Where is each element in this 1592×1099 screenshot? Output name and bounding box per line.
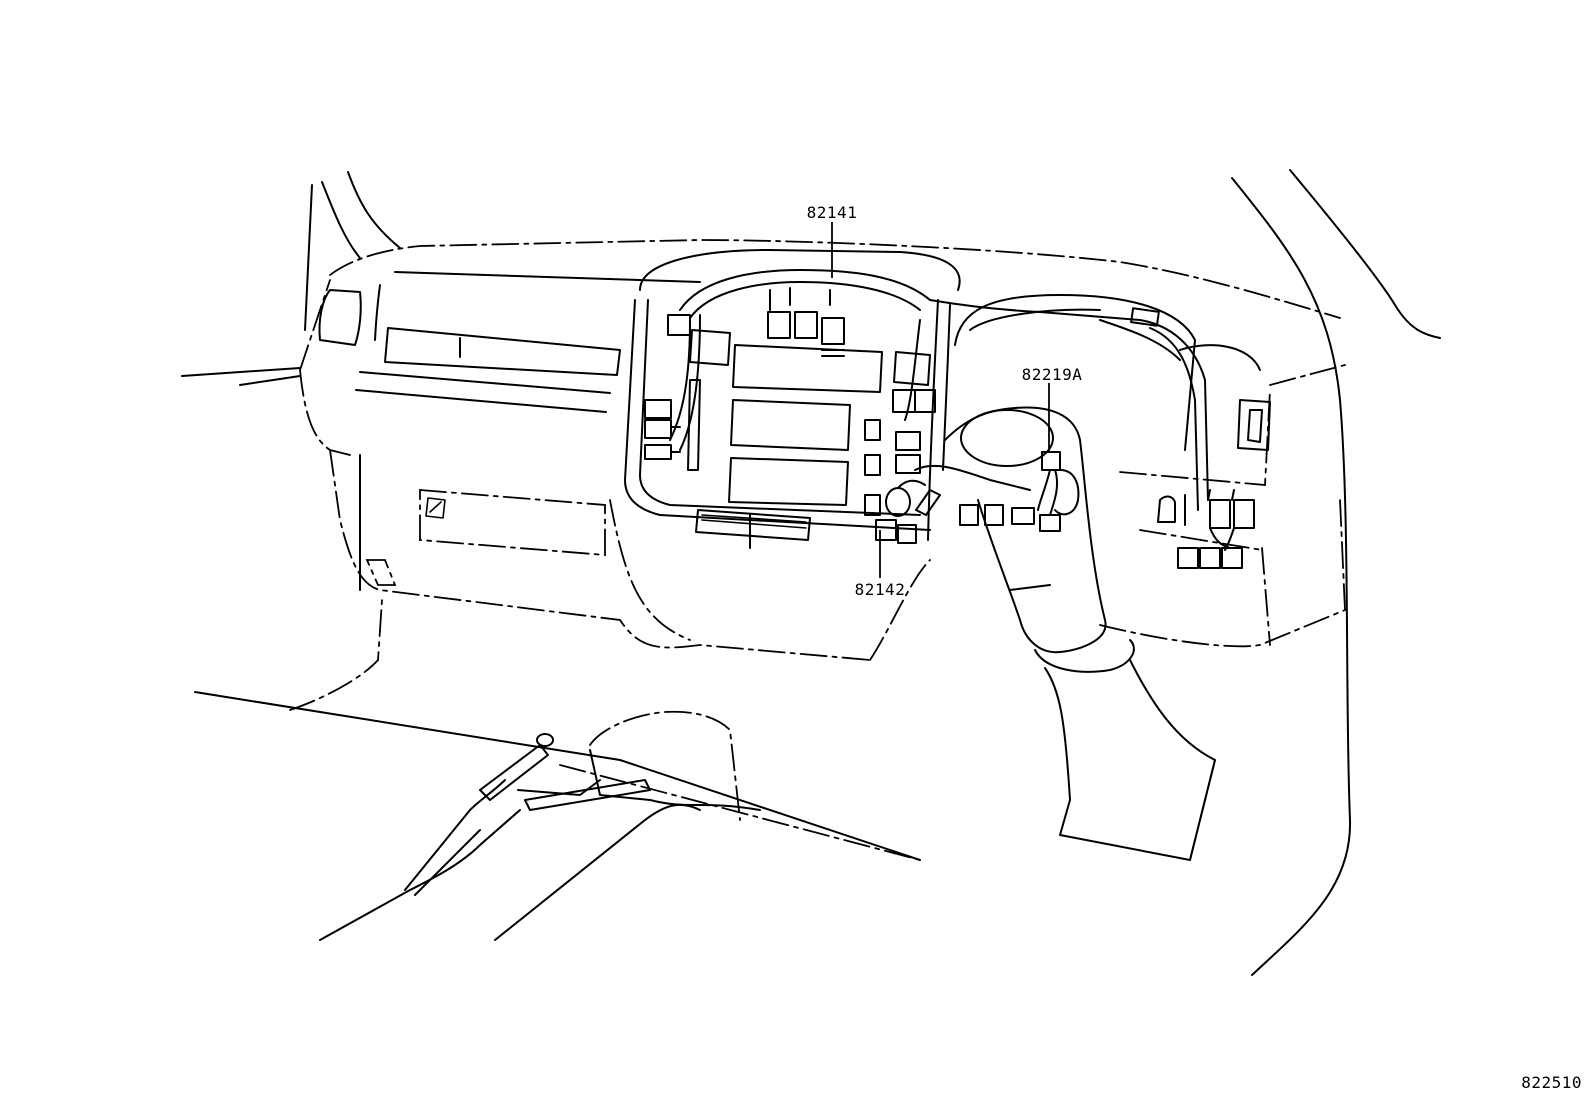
harness-82219a	[1011, 451, 1061, 532]
harness-82142	[875, 464, 1031, 544]
callout-label-82142: 82142	[855, 580, 906, 599]
callout-label-82219a: 82219A	[1022, 365, 1083, 384]
driver-lower-connectors	[1157, 489, 1255, 569]
center-stack	[624, 249, 961, 549]
figure-id: 822510	[1521, 1073, 1582, 1092]
passenger-dash	[318, 271, 701, 591]
floor-console	[194, 599, 921, 941]
right-door-edge	[1231, 169, 1441, 976]
harness-82141	[644, 269, 1209, 516]
dashboard-outline	[299, 239, 1346, 661]
callout-label-82141: 82141	[807, 203, 858, 222]
steering-column	[944, 294, 1216, 861]
left-pillar	[181, 171, 401, 386]
callout-leaders	[831, 222, 1050, 578]
instrument-cluster	[1099, 319, 1271, 451]
